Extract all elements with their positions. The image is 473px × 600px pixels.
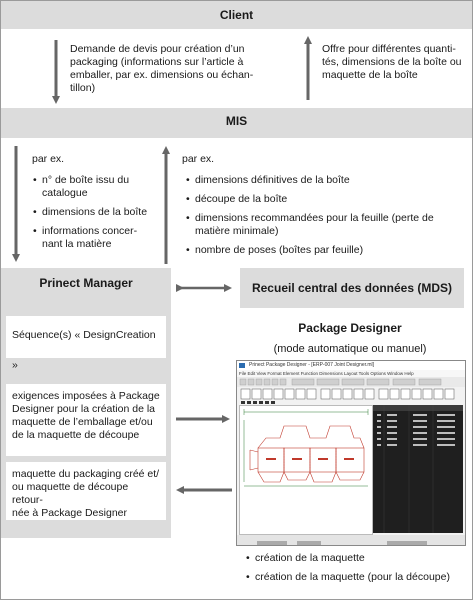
mis-right-item: dimensions recommandées pour la feuille … [186, 212, 470, 238]
mis-right-item: dimensions définitives de la boîte [186, 174, 470, 187]
screenshot-graphics [239, 363, 455, 404]
dimension-labels [266, 458, 354, 460]
dimension-lines [243, 409, 369, 487]
properties-table [373, 405, 463, 533]
mds-box: Recueil central des données (MDS) [240, 268, 464, 308]
mis-band: MIS [1, 108, 472, 138]
offer-line: tés, dimensions de la boîte ou [322, 56, 462, 68]
mis-left-intro: par ex. [32, 153, 65, 165]
package-designer-screenshot: Prinect Package Designer - [ERP-007 Join… [236, 360, 466, 546]
prinect-manager-title: Prinect Manager [39, 276, 133, 290]
mis-right-intro: par ex. [182, 153, 215, 165]
request-line: packaging (informations sur l’article à [70, 56, 244, 68]
mis-right-item: nombre de poses (boîtes par feuille) [186, 244, 470, 257]
fold-lines [283, 448, 337, 472]
window-title: Prinect Package Designer - [ERP-007 Join… [237, 361, 465, 370]
request-line: tillon) [70, 82, 96, 94]
returned-mockup-box: maquette du packaging créé et/ ou maquet… [6, 462, 166, 520]
design-canvas[interactable] [239, 405, 373, 535]
mis-title: MIS [225, 114, 248, 128]
window-menu: File Edit View Format Element Function D… [237, 370, 465, 377]
package-designer-subtitle: (mode automatique ou manuel) [273, 343, 427, 355]
mis-left-item: informations concer- nant la matière [33, 225, 160, 251]
toolbar-icons [239, 378, 442, 386]
requirements-box: exigences imposées à Package Designer po… [6, 384, 166, 456]
mis-left-item: dimensions de la boîte [33, 206, 160, 219]
table-grid [383, 405, 434, 533]
mis-right-item: découpe de la boîte [186, 193, 470, 206]
pd-output-item: création de la maquette [246, 552, 465, 565]
app-icon [239, 363, 245, 368]
properties-panel[interactable] [373, 405, 463, 533]
dieline-drawing [243, 409, 369, 487]
request-line: emballer, par ex. dimensions ou échan- [70, 69, 254, 81]
table-rows [377, 414, 455, 446]
left-tool-icons [241, 401, 275, 404]
mis-left-item: n° de boîte issu du catalogue [33, 174, 160, 200]
client-band: Client [1, 1, 472, 29]
package-designer-title: Package Designer [298, 321, 402, 335]
request-line: Demande de devis pour création d’un [70, 43, 245, 55]
request-text: Demande de devis pour création d’un pack… [70, 43, 270, 95]
client-title: Client [219, 8, 254, 22]
offer-line: maquette de la boîte [322, 69, 418, 81]
offer-line: Offre pour différentes quanti- [322, 43, 456, 55]
status-bar [237, 535, 465, 545]
offer-text: Offre pour différentes quanti- tés, dime… [322, 43, 470, 82]
design-creation-sequence-box: Séquence(s) « DesignCreation » [6, 316, 166, 371]
pd-output-item: création de la maquette (pour la découpe… [246, 571, 465, 584]
toolbar-big-icons [240, 388, 455, 400]
